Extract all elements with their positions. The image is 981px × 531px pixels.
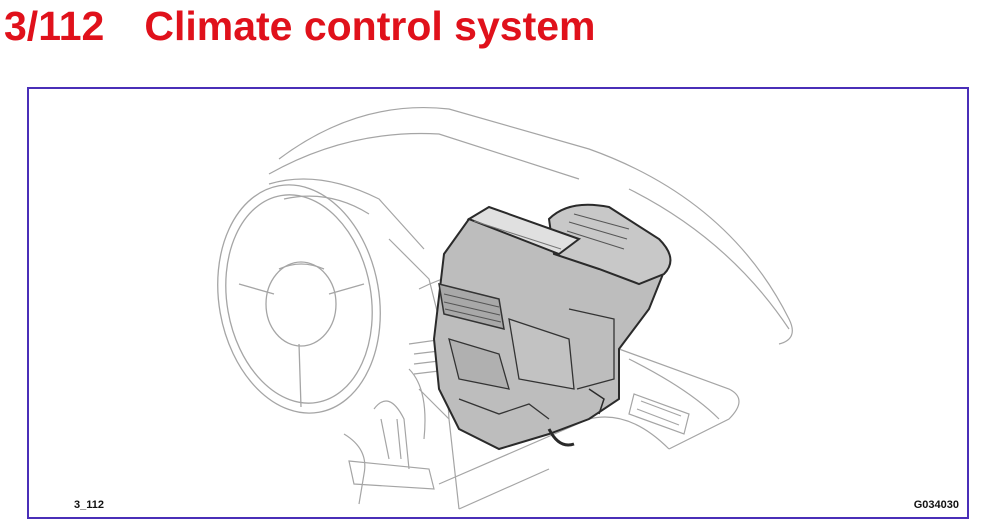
steering-wheel [217, 184, 381, 414]
figure-label-left: 3_112 [74, 499, 104, 511]
section-title: Climate control system [144, 3, 596, 49]
hvac-unit [432, 203, 672, 451]
dashboard-outline [268, 106, 793, 510]
climate-unit-illustration [217, 106, 793, 510]
illustration-frame: 3_112 G034030 [27, 87, 969, 519]
page-title: 3/112 Climate control system [4, 2, 595, 50]
figure-code: G034030 [913, 499, 959, 511]
section-number: 3/112 [4, 3, 105, 49]
